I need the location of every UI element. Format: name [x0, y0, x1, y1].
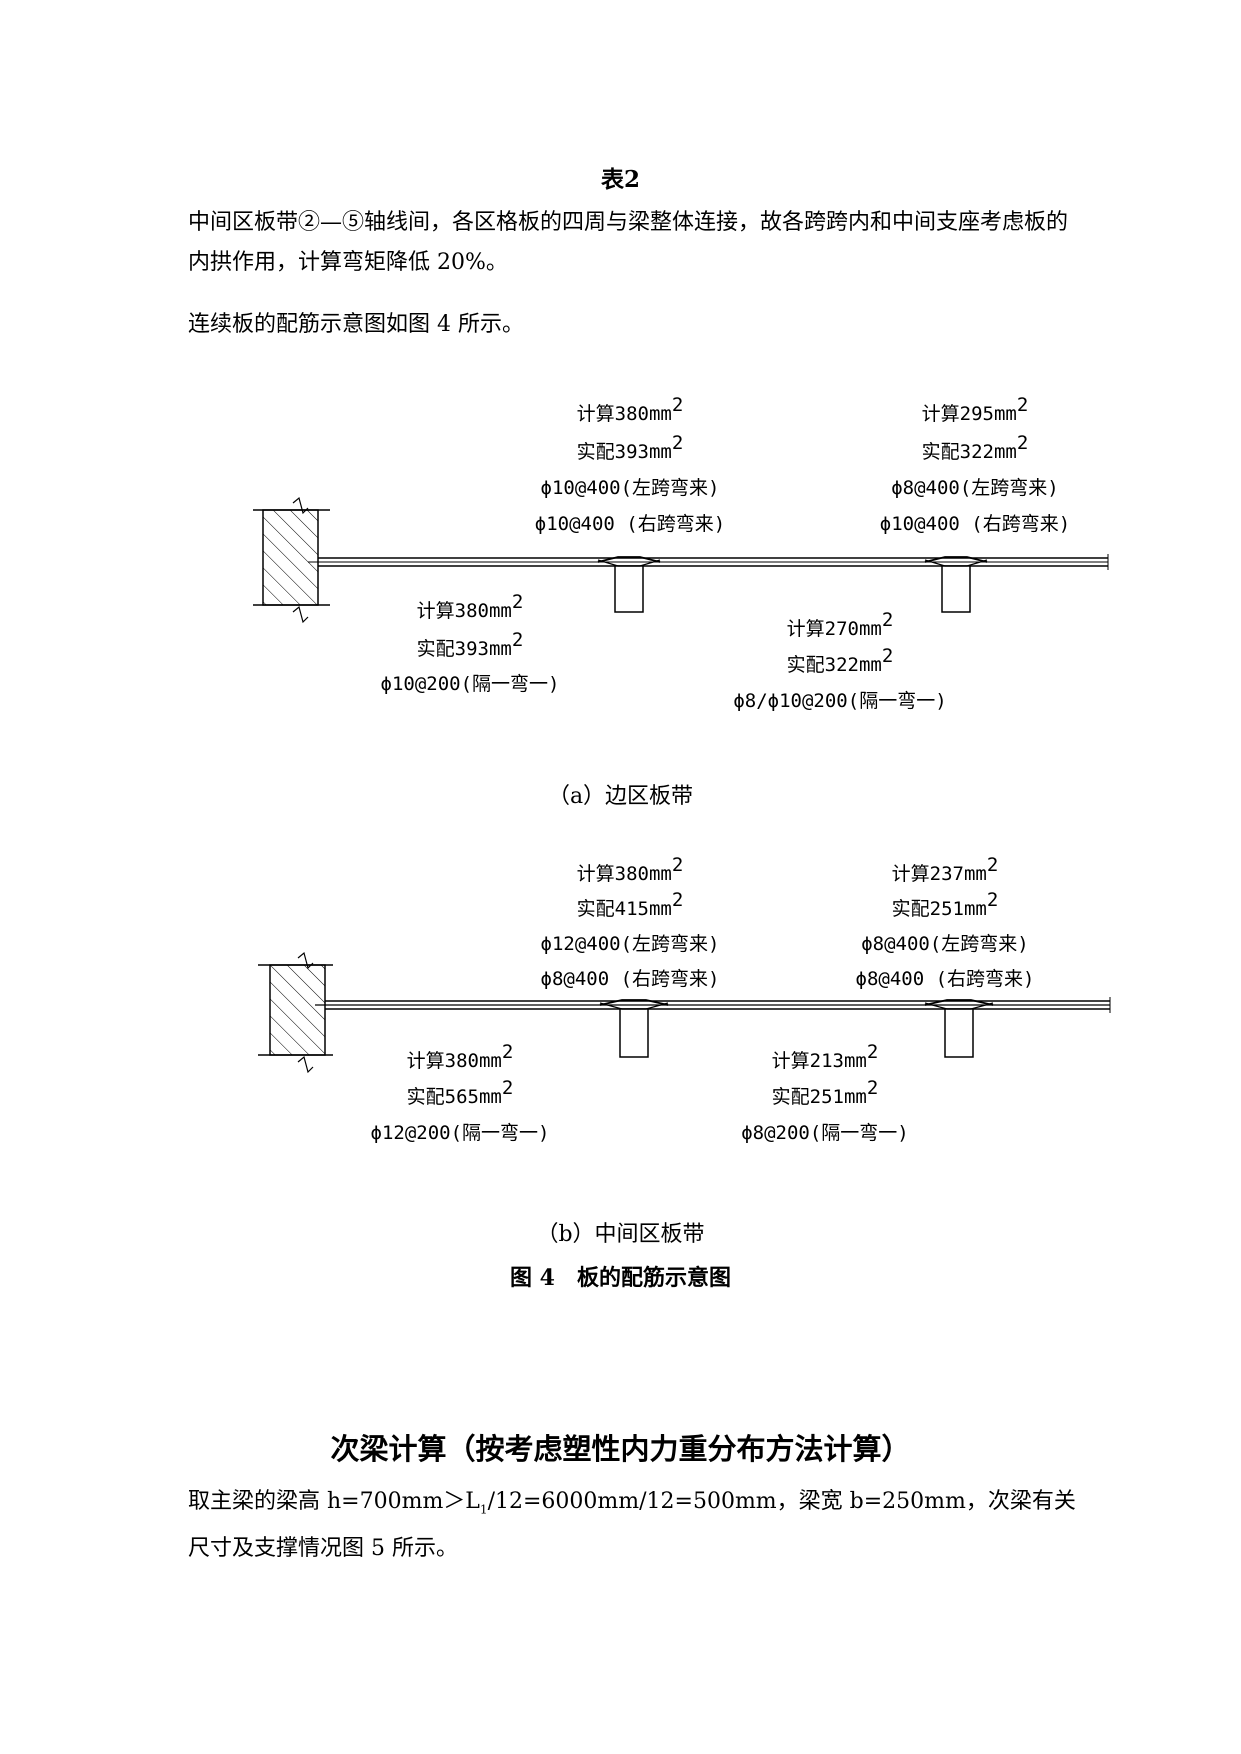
a-support1-line2: 实配393mm2	[577, 432, 684, 463]
a-span1-line2: 实配393mm2	[417, 629, 524, 660]
a-support2-line3: ϕ8@400(左跨弯来)	[891, 477, 1059, 499]
b-support2-line4: ϕ8@400 (右跨弯来)	[856, 968, 1035, 990]
figure-caption: 图 4 板的配筋示意图	[510, 1265, 731, 1291]
bent-bar-b-1	[599, 999, 669, 1006]
beam-a-1	[614, 565, 644, 613]
a-support2-line1: 计算295mm2	[922, 394, 1029, 425]
a-span2-line2: 实配322mm2	[787, 645, 894, 676]
b-span1-line3: ϕ12@200(隔一弯一)	[371, 1122, 550, 1144]
b-span2-line3: ϕ8@200(隔一弯一)	[741, 1122, 909, 1144]
b-support1-line1: 计算380mm2	[577, 854, 684, 885]
a-support1-line1: 计算380mm2	[577, 394, 684, 425]
figure-b-diagram: 计算380mm2 实配415mm2 ϕ12@400(左跨弯来) ϕ8@400 (…	[258, 854, 1111, 1144]
bent-bar-a-2	[924, 556, 988, 563]
b-support2-line3: ϕ8@400(左跨弯来)	[861, 933, 1029, 955]
beam-a-2	[941, 565, 971, 613]
paragraph-figure-ref: 连续板的配筋示意图如图 4 所示。	[188, 312, 524, 337]
paragraph-beam: 取主梁的梁高 h=700mm＞L1/12=6000mm/12=500mm，梁宽 …	[188, 1489, 1076, 1562]
b-span1-line1: 计算380mm2	[407, 1041, 514, 1072]
a-span2-line3: ϕ8/ϕ10@200(隔一弯一)	[733, 690, 946, 712]
a-support1-line3: ϕ10@400(左跨弯来)	[541, 477, 720, 499]
b-span2-line1: 计算213mm2	[772, 1041, 879, 1072]
beam-b-1	[619, 1008, 649, 1058]
b-support2-line2: 实配251mm2	[892, 889, 999, 920]
b-span2-line2: 实配251mm2	[772, 1077, 879, 1108]
wall-b	[258, 951, 333, 1074]
b-span1-line2: 实配565mm2	[407, 1077, 514, 1108]
table-caption: 表2	[600, 166, 640, 193]
a-support2-line4: ϕ10@400 (右跨弯来)	[880, 513, 1070, 535]
b-support2-line1: 计算237mm2	[892, 854, 999, 885]
a-support2-line2: 实配322mm2	[922, 432, 1029, 463]
b-support1-line4: ϕ8@400 (右跨弯来)	[541, 968, 720, 990]
a-support1-line4: ϕ10@400 (右跨弯来)	[535, 513, 725, 535]
slab-a	[308, 554, 1109, 570]
beam-b-2	[944, 1008, 974, 1058]
a-span1-line3: ϕ10@200(隔一弯一)	[381, 673, 560, 695]
bent-bar-a-1	[597, 556, 661, 563]
figure-a-diagram: 计算380mm2 实配393mm2 ϕ10@400(左跨弯来) ϕ10@400 …	[253, 394, 1109, 712]
figure-b-caption: （b）中间区板带	[536, 1222, 705, 1247]
a-span1-line1: 计算380mm2	[417, 591, 524, 622]
paragraph-intro: 中间区板带②—⑤轴线间，各区格板的四周与梁整体连接，故各跨跨内和中间支座考虑板的…	[188, 210, 1069, 275]
section-title: 次梁计算（按考虑塑性内力重分布方法计算）	[330, 1432, 911, 1466]
a-span2-line1: 计算270mm2	[787, 609, 894, 640]
b-support1-line2: 实配415mm2	[577, 889, 684, 920]
wall-a	[253, 496, 330, 624]
figure-a-caption: （a）边区板带	[547, 784, 694, 809]
bent-bar-b-2	[924, 999, 994, 1006]
b-support1-line3: ϕ12@400(左跨弯来)	[541, 933, 720, 955]
